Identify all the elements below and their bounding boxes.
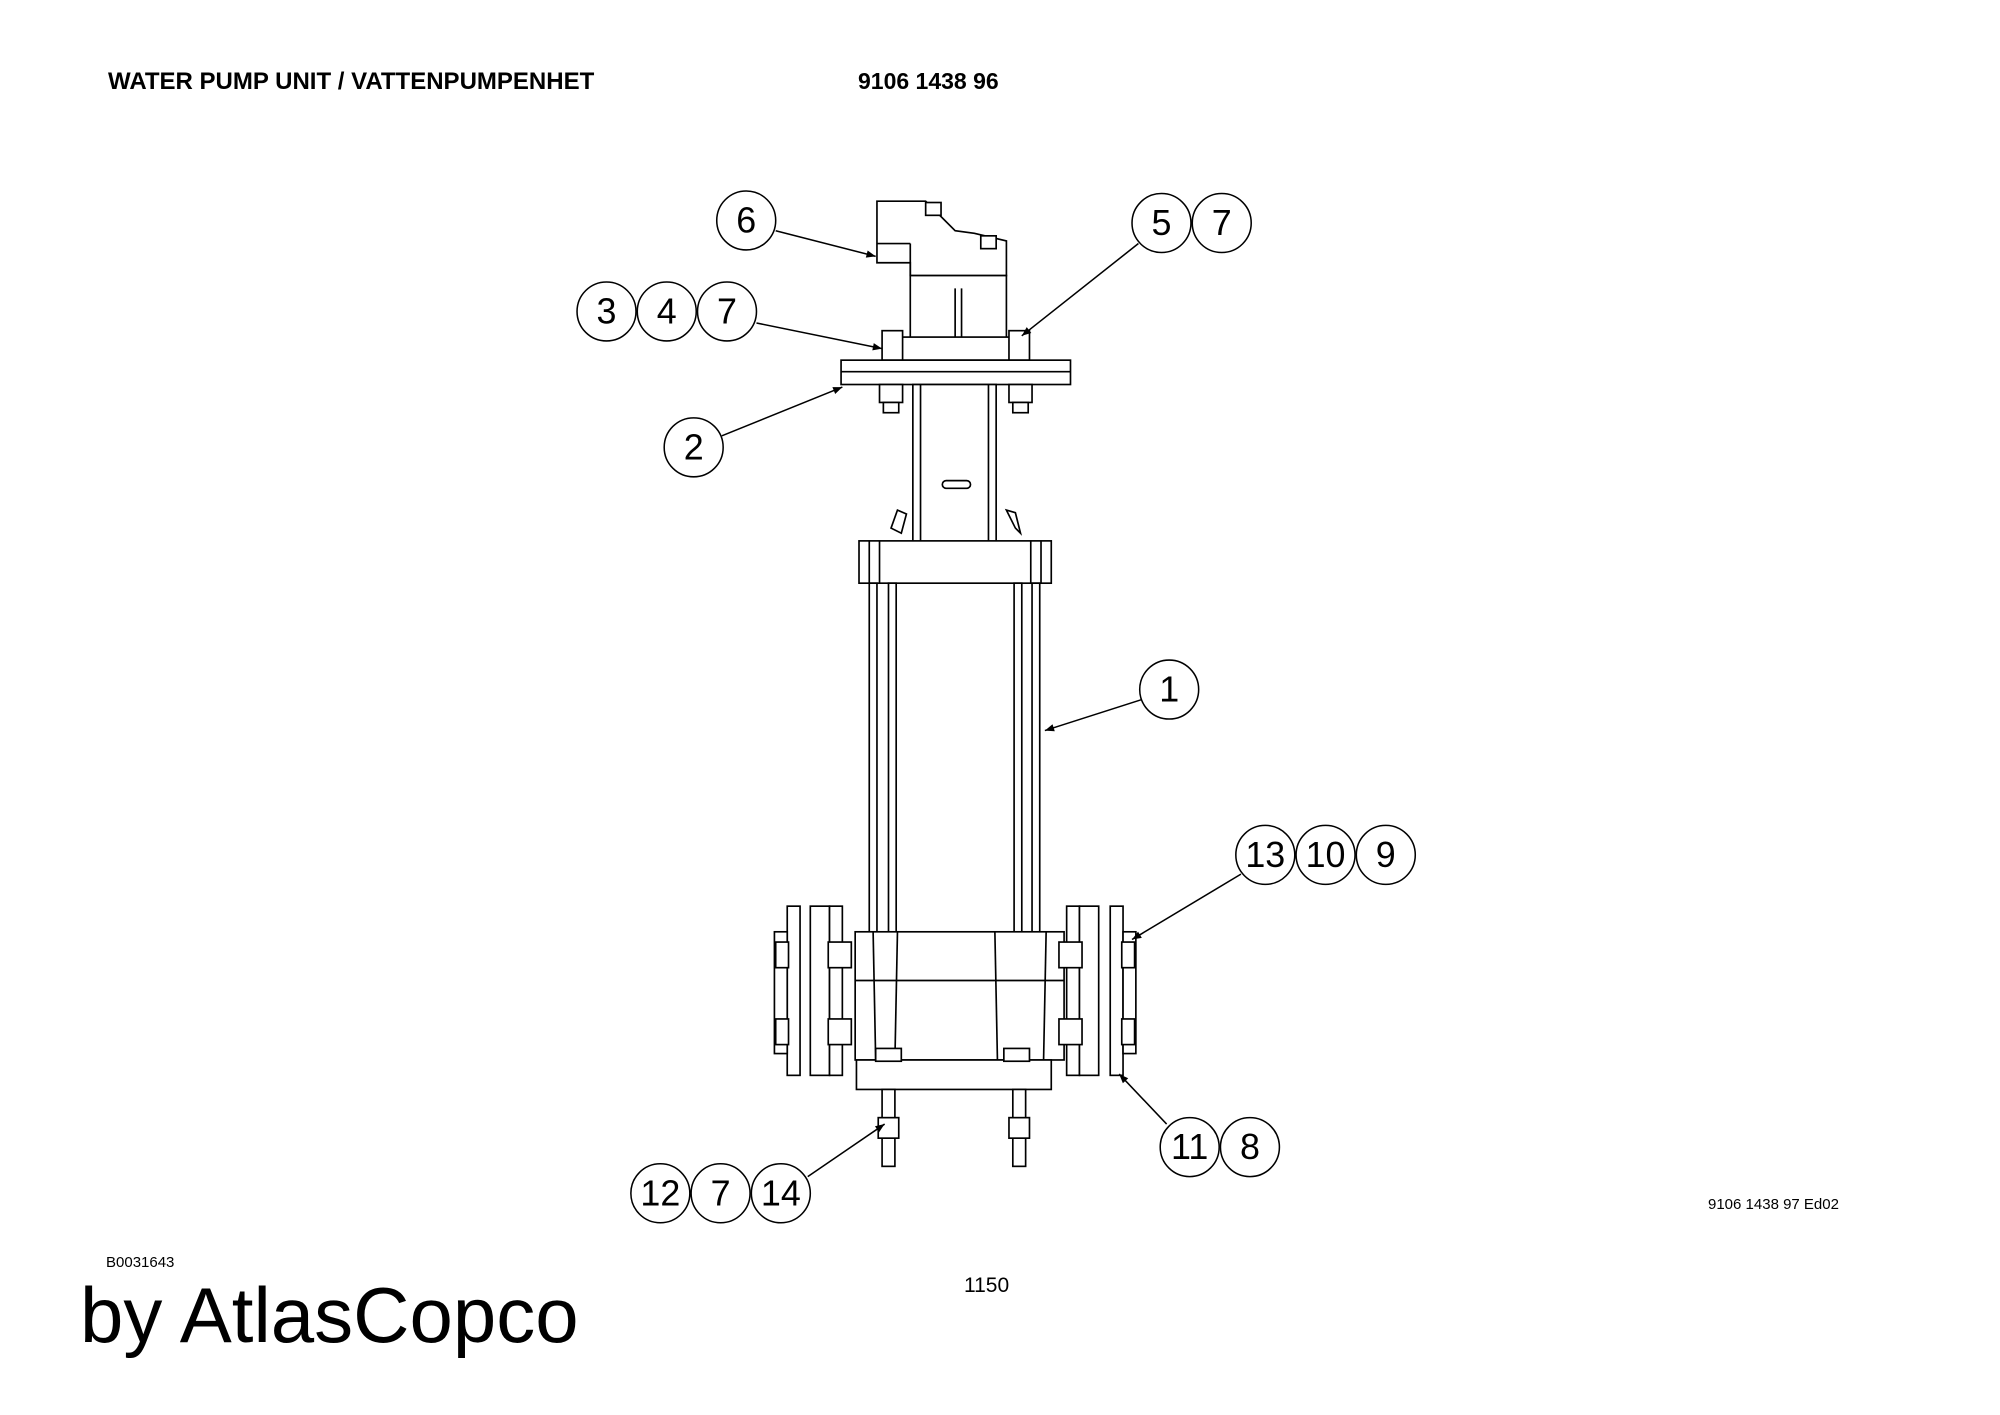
drawing-title: WATER PUMP UNIT / VATTENPUMPENHET <box>108 68 595 95</box>
balloon-4: 4 <box>636 281 698 342</box>
svg-text:9: 9 <box>1376 835 1396 875</box>
balloon-12: 12 <box>630 1163 691 1224</box>
svg-text:7: 7 <box>717 291 737 331</box>
svg-text:13: 13 <box>1245 835 1285 875</box>
balloon-7: 7 <box>696 281 758 342</box>
balloon-13: 13 <box>1235 824 1296 886</box>
svg-text:1: 1 <box>1159 670 1179 710</box>
brand-text: by AtlasCopco <box>80 1271 579 1359</box>
page-number: 1150 <box>964 1274 1010 1297</box>
svg-text:4: 4 <box>657 291 677 331</box>
image-code: B0031643 <box>106 1254 175 1271</box>
balloon-9: 9 <box>1355 824 1417 886</box>
svg-text:7: 7 <box>1212 203 1232 243</box>
svg-text:12: 12 <box>640 1173 680 1213</box>
balloon-6: 6 <box>715 190 777 251</box>
part-number: 9106 1438 96 <box>858 68 999 94</box>
balloon-8: 8 <box>1219 1116 1281 1178</box>
svg-text:2: 2 <box>684 427 704 467</box>
balloon-10: 10 <box>1295 824 1356 886</box>
balloon-11: 11 <box>1159 1116 1220 1178</box>
svg-text:3: 3 <box>597 291 617 331</box>
svg-text:6: 6 <box>736 200 756 240</box>
pump-assembly <box>773 200 1137 1168</box>
svg-text:11: 11 <box>1171 1127 1208 1167</box>
svg-text:5: 5 <box>1152 203 1172 243</box>
balloon-7: 7 <box>690 1163 751 1224</box>
balloon-3: 3 <box>576 281 637 342</box>
svg-text:8: 8 <box>1240 1127 1260 1167</box>
balloon-2: 2 <box>663 417 724 478</box>
svg-text:10: 10 <box>1306 835 1346 875</box>
balloon-1: 1 <box>1138 659 1200 720</box>
svg-text:7: 7 <box>711 1173 731 1213</box>
drawing-reference: 9106 1438 97 Ed02 <box>1708 1196 1839 1213</box>
svg-text:14: 14 <box>761 1173 801 1213</box>
balloon-5: 5 <box>1131 192 1192 254</box>
balloon-14: 14 <box>750 1163 812 1224</box>
leader-lines <box>721 229 1242 1178</box>
balloon-7: 7 <box>1191 192 1252 254</box>
